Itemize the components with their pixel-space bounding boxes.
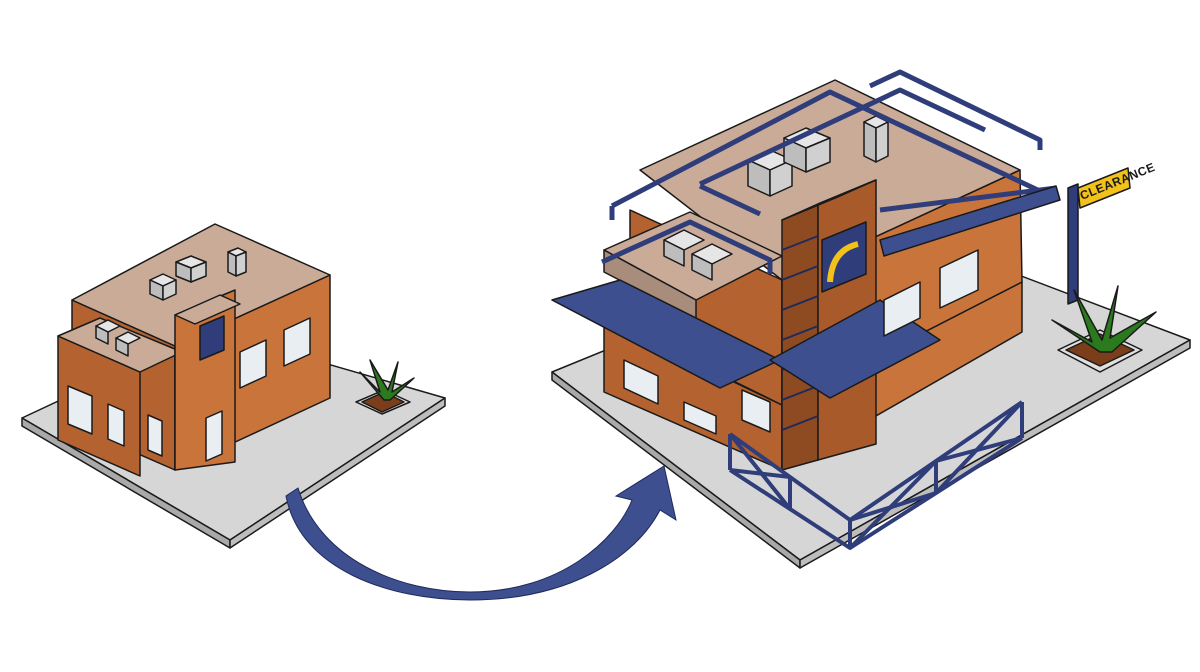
before-rooftop-units	[95, 247, 247, 357]
after-building: CLEARANCE	[551, 69, 1191, 569]
after-railings	[600, 69, 1057, 274]
transformation-arrow	[285, 465, 677, 601]
before-roof	[71, 223, 331, 347]
sign-text: CLEARANCE	[1078, 160, 1157, 203]
logo-arc	[827, 241, 859, 283]
before-building	[21, 223, 446, 549]
after-planter	[1051, 285, 1157, 373]
before-planter	[355, 359, 415, 415]
after-fence	[728, 400, 1024, 550]
clearance-sign: CLEARANCE	[1067, 160, 1157, 305]
